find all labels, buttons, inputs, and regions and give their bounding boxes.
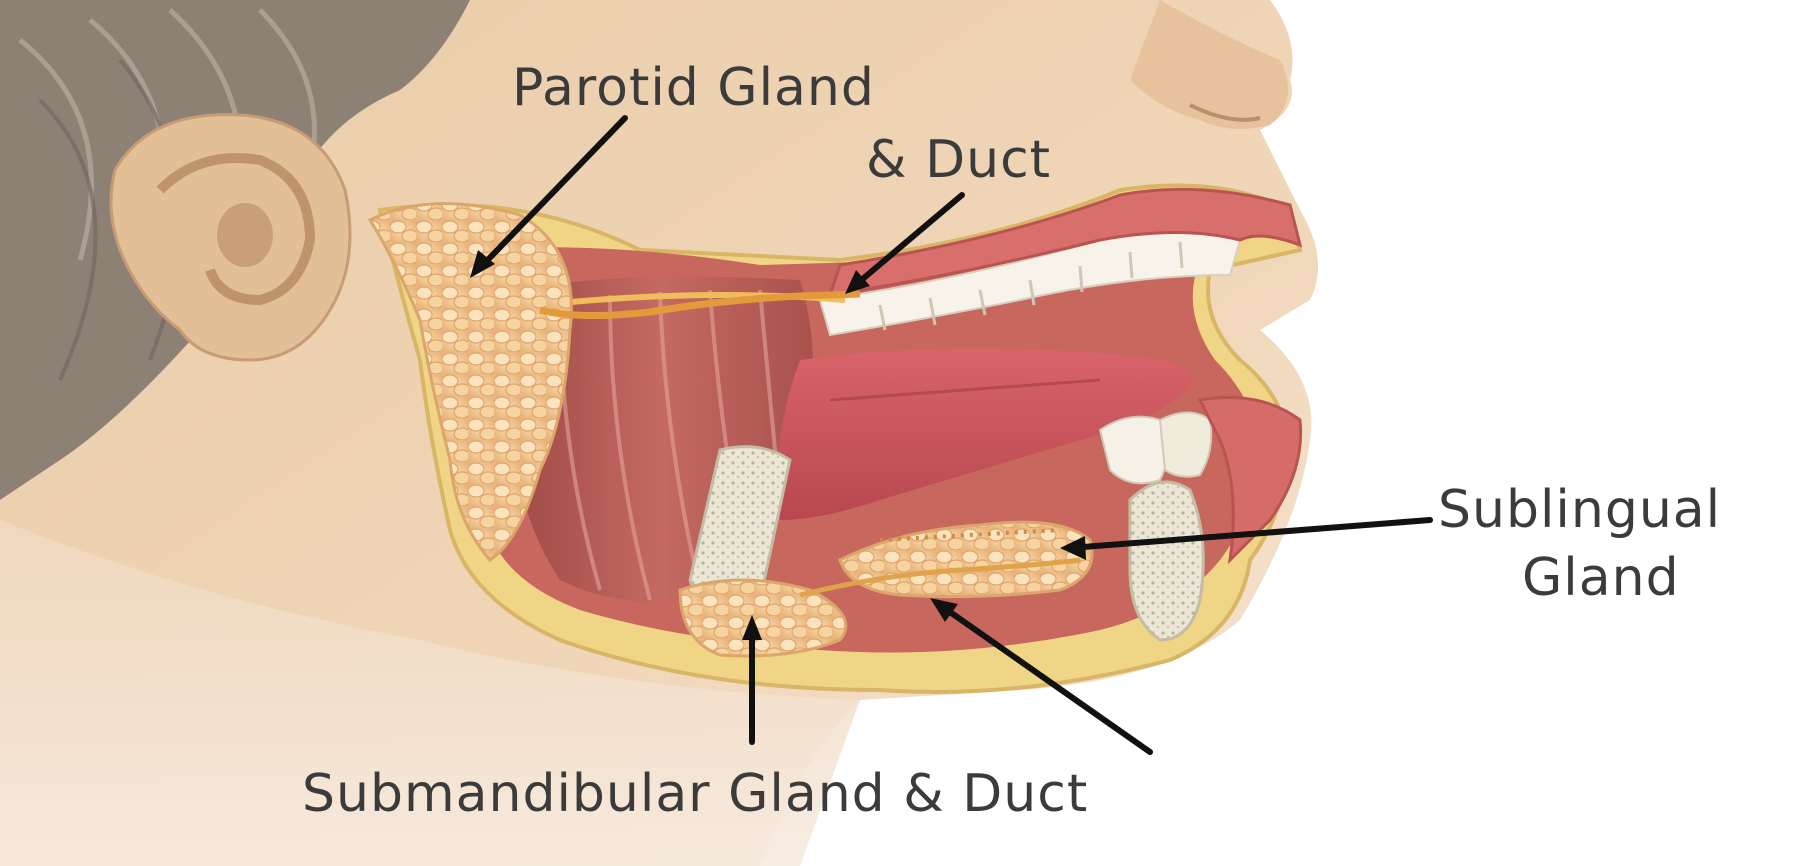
lower-teeth [1100, 413, 1211, 484]
parotid-duct-label: & Duct [866, 134, 1051, 186]
sublingual-label-line2: Gland [1522, 552, 1680, 604]
submandibular-label: Submandibular Gland & Duct [302, 768, 1088, 820]
parotid-gland-label: Parotid Gland [512, 62, 875, 114]
sublingual-label-line1: Sublingual [1438, 484, 1721, 536]
mandible-bone [1130, 482, 1203, 640]
